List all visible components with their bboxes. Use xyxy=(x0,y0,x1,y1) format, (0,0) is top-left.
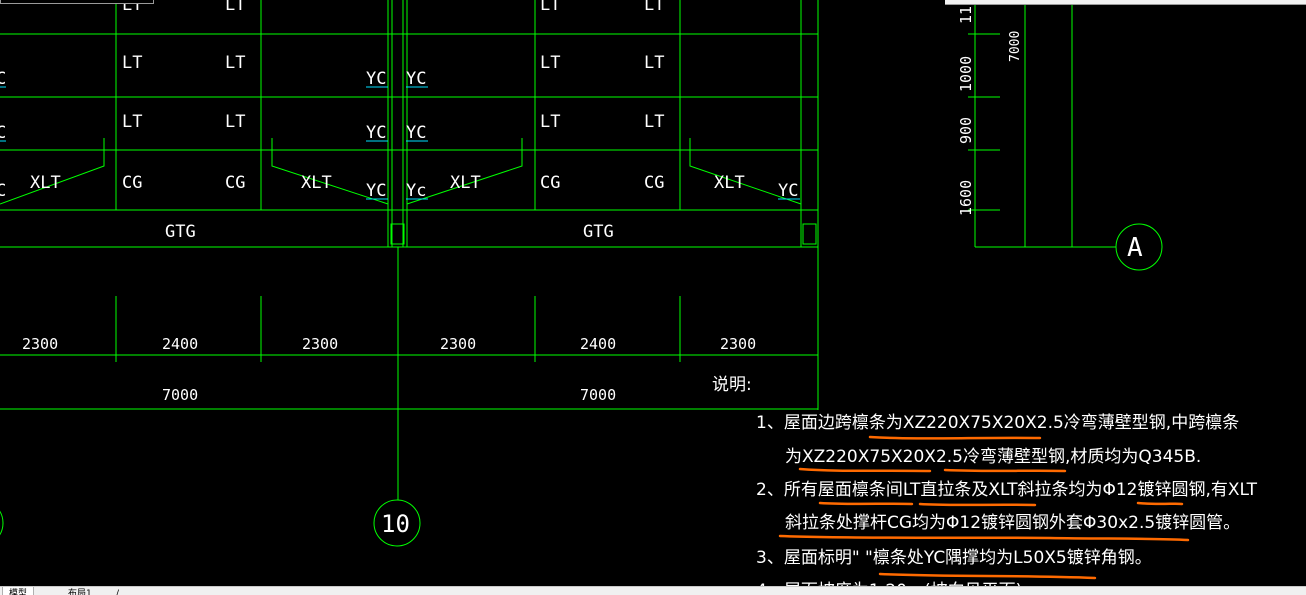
toolbar-strip xyxy=(945,0,1306,5)
dim-text: 2300 xyxy=(302,335,338,353)
xlt-label: XLT xyxy=(301,173,332,193)
markup-stroke xyxy=(878,572,1097,580)
xlt-diagonal xyxy=(271,138,389,205)
plan-labels: LT LT LT LT LT LT LT LT LT LT LT LT YC Y… xyxy=(0,0,798,242)
vdim-text: 900 xyxy=(957,117,975,144)
markup-underlines xyxy=(778,435,1190,580)
lt-label: LT xyxy=(644,112,664,132)
vdim-text: 7000 xyxy=(1008,31,1023,62)
roof-plan-grid xyxy=(0,0,1116,500)
yc-label: YC xyxy=(778,181,798,201)
markup-stroke xyxy=(918,502,1037,507)
viewport-corner-frame xyxy=(0,0,154,4)
yc-label: YC xyxy=(366,69,386,89)
markup-stroke xyxy=(868,435,1042,440)
tab-model[interactable]: 模型 xyxy=(2,587,35,595)
axis-label-10: 10 xyxy=(381,510,410,538)
notes-line-3: 2、所有屋面檩条间LT直拉条及XLT斜拉条均为Φ12镀锌圆钢,有XLT xyxy=(756,480,1258,500)
axis-bubble-a: A xyxy=(1115,223,1163,271)
dim-text: 2400 xyxy=(162,335,198,353)
notes-line-2: 为XZ220X75X20X2.5冷弯薄壁型钢,材质均为Q345B. xyxy=(785,447,1201,467)
lt-label: LT xyxy=(540,112,560,132)
markup-stroke xyxy=(818,501,914,506)
tab-nav-icon[interactable]: / xyxy=(116,589,120,595)
vertical-dim-texts: 1100 1000 900 1600 7000 xyxy=(957,0,1023,216)
axis-bubble-10: 10 xyxy=(373,499,421,547)
notes-heading: 说明: xyxy=(712,375,752,395)
cg-label: CG xyxy=(644,173,664,193)
column-marker xyxy=(390,223,405,245)
yc-label: YC xyxy=(366,123,386,143)
notes-line-4: 斜拉条处撑杆CG均为Φ12镀锌圆钢外套Φ30x2.5镀锌圆管。 xyxy=(785,513,1240,533)
lt-label: LT xyxy=(540,0,560,15)
axis-bubble-partial xyxy=(0,510,4,536)
dimension-texts: 2300 2400 2300 2300 2400 2300 7000 7000 xyxy=(22,335,756,404)
markup-stroke xyxy=(943,468,1067,473)
notes-line-5: 3、屋面标明" "檩条处YC隅撑均为L50X5镀锌角钢。 xyxy=(756,548,1152,568)
yc-label-partial: C xyxy=(0,69,6,89)
lt-label: LT xyxy=(225,0,245,15)
lt-label: LT xyxy=(644,0,664,15)
yc-label: Yc xyxy=(406,181,426,201)
markup-stroke xyxy=(778,534,1190,542)
yc-label-partial: C xyxy=(0,123,6,143)
vdim-text: 1600 xyxy=(957,180,975,216)
lt-label: LT xyxy=(225,53,245,73)
axis-label-a: A xyxy=(1127,233,1143,263)
yc-label-partial: C xyxy=(0,181,6,201)
cg-label: CG xyxy=(225,173,245,193)
span-text: 7000 xyxy=(580,386,616,404)
yc-label: YC xyxy=(366,181,386,201)
span-text: 7000 xyxy=(162,386,198,404)
lt-label: LT xyxy=(122,53,142,73)
xlt-label: XLT xyxy=(30,173,61,193)
notes-block: 说明: 1、屋面边跨檩条为XZ220X75X20X2.5冷弯薄壁型钢,中跨檩条 … xyxy=(712,375,1258,594)
tab-layout1[interactable]: 布局1 xyxy=(68,589,92,595)
dim-text: 2300 xyxy=(720,335,756,353)
dim-text: 2300 xyxy=(440,335,476,353)
vdim-text: 1000 xyxy=(957,56,975,92)
xlt-label: XLT xyxy=(450,173,481,193)
xlt-label: XLT xyxy=(714,173,745,193)
cg-label: CG xyxy=(540,173,560,193)
column-marker xyxy=(802,223,817,245)
gtg-label: GTG xyxy=(165,222,196,242)
lt-label: LT xyxy=(644,53,664,73)
lt-label: LT xyxy=(540,53,560,73)
dim-text: 2300 xyxy=(22,335,58,353)
vdim-text: 1100 xyxy=(957,0,975,24)
layout-tab-bar: 模型 布局1 / xyxy=(0,586,1306,595)
yc-label: YC xyxy=(406,69,426,89)
notes-line-1: 1、屋面边跨檩条为XZ220X75X20X2.5冷弯薄壁型钢,中跨檩条 xyxy=(756,413,1239,433)
markup-stroke xyxy=(1136,501,1184,506)
lt-label: LT xyxy=(122,112,142,132)
markup-stroke xyxy=(798,467,932,473)
cg-label: CG xyxy=(122,173,142,193)
gtg-label: GTG xyxy=(583,222,614,242)
xlt-diagonal xyxy=(0,138,105,205)
xlt-diagonal xyxy=(689,138,802,205)
xlt-diagonal xyxy=(406,138,523,205)
yc-underlines xyxy=(0,86,800,200)
dim-text: 2400 xyxy=(580,335,616,353)
yc-label: YC xyxy=(406,123,426,143)
lt-label: LT xyxy=(225,112,245,132)
